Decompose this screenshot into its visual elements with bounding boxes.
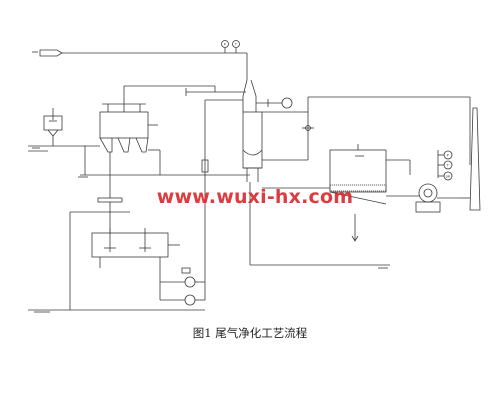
- circulation-pumps: [159, 267, 205, 306]
- scrubber-tower: [242, 79, 293, 182]
- pressure-gauge-top-label: P: [224, 42, 226, 46]
- top-instrument-pair: P T: [221, 40, 240, 53]
- right-instrument-cluster: P T pH: [437, 150, 453, 181]
- gas-inlet-arrow: [39, 49, 247, 57]
- induced-draft-fan: [415, 183, 460, 213]
- ph-meter-right: [443, 171, 453, 181]
- fan-upper: [281, 97, 293, 109]
- thermometer-top-label: T: [234, 42, 237, 46]
- gas-duct: [185, 86, 246, 96]
- thermometer-right: [443, 160, 453, 170]
- circulation-tank: [69, 190, 180, 310]
- ph-meter-right-label: pH: [446, 174, 451, 178]
- pressure-gauge-top: [221, 40, 229, 48]
- bag-filter: [70, 85, 250, 190]
- pressure-gauge-right-label: P: [447, 153, 449, 157]
- thermometer-right-label: T: [446, 163, 449, 167]
- equipment-tags: [32, 51, 388, 313]
- pressure-gauge-right: [443, 150, 453, 160]
- watermark: www.wuxi-hx.com: [156, 186, 354, 208]
- feed-tank: [28, 108, 70, 152]
- figure-caption: 图1 尾气净化工艺流程: [192, 326, 308, 340]
- chimney-stack: [460, 107, 481, 211]
- thermometer-top: [232, 40, 240, 48]
- treatment-tank: [329, 144, 420, 205]
- tower-side-piping: [201, 99, 390, 300]
- upper-duct-loop: [262, 96, 471, 165]
